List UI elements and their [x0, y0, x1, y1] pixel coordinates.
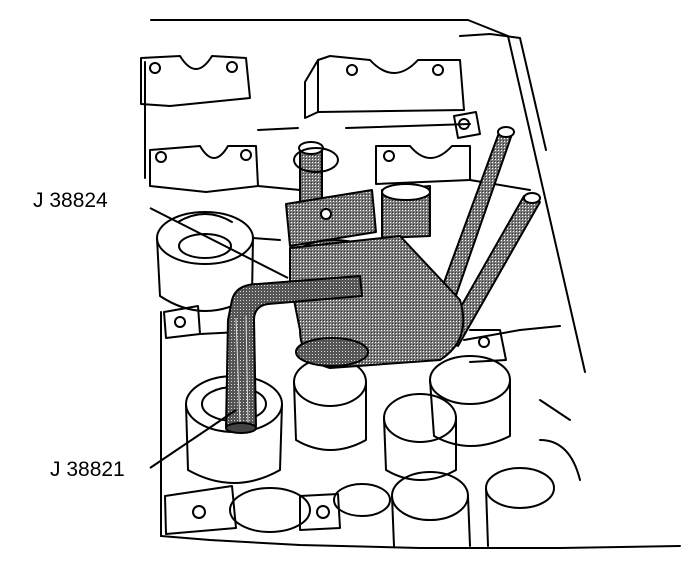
- tool-j38824: [285, 126, 541, 369]
- callout-leaders: [149, 207, 289, 469]
- leader-j38824: [149, 207, 289, 279]
- tool-j38821: [225, 275, 363, 434]
- lifter-bores: [185, 355, 581, 547]
- bearing-cap-row-top: [140, 55, 465, 119]
- leader-j38821: [149, 409, 237, 469]
- callout-j38821: J 38821: [50, 458, 125, 481]
- head-ribs: [199, 123, 561, 341]
- callout-j38824: J 38824: [33, 189, 108, 212]
- bearing-cap-row-lower: [163, 305, 507, 535]
- cylinder-head-outline: [144, 19, 681, 549]
